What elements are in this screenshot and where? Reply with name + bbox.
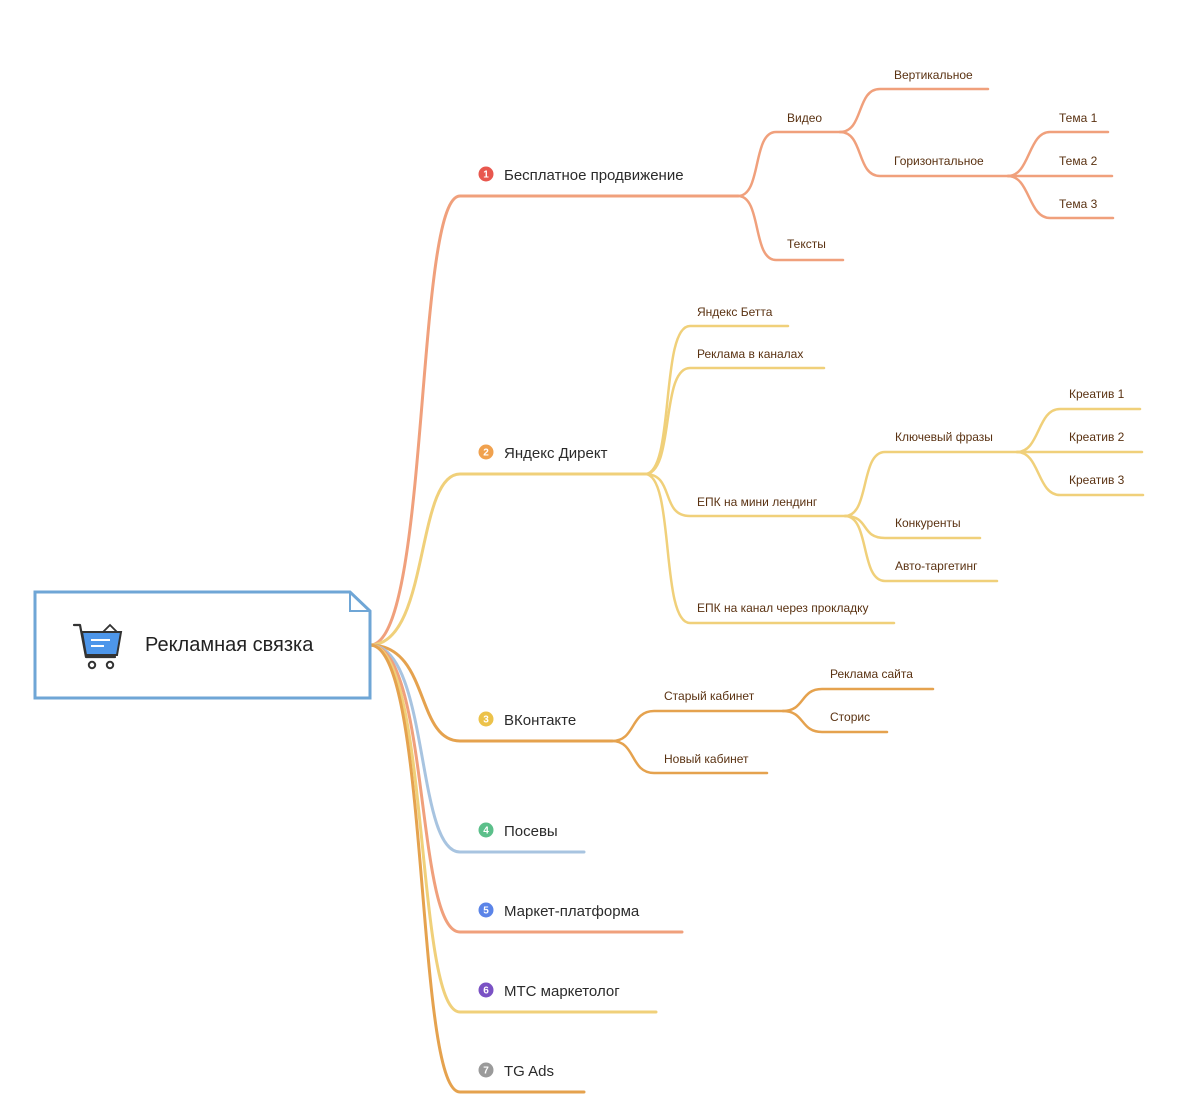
node-stories[interactable]: Сторис xyxy=(830,710,870,724)
connector-root-branch-4 xyxy=(368,643,586,854)
connector-video xyxy=(736,130,842,198)
connector-root-branch-7 xyxy=(368,643,586,1094)
branch-1-badge xyxy=(478,166,494,182)
branch-5-node[interactable]: 5 Маркет-платформа xyxy=(478,902,640,921)
branch-3-label: ВКонтакте xyxy=(504,712,576,729)
branch-6-badge xyxy=(478,982,494,998)
shopping-cart-icon xyxy=(72,623,123,670)
root-node-frame xyxy=(33,590,372,700)
node-creative-2[interactable]: Креатив 2 xyxy=(1069,430,1125,444)
branch-5-label: Маркет-платформа xyxy=(504,903,640,920)
node-theme-1[interactable]: Тема 1 xyxy=(1059,111,1098,125)
root-label: Рекламная связка xyxy=(145,634,314,656)
branch-2-node[interactable]: 2 Яндекс Директ xyxy=(478,444,608,463)
branch-4-number: 4 xyxy=(483,826,489,837)
connector-texts xyxy=(736,194,845,262)
branch-7-node[interactable]: 7 TG Ads xyxy=(478,1062,555,1081)
connector-root-branch-6 xyxy=(368,643,658,1014)
branch-4-badge xyxy=(478,822,494,838)
connector-new-cabinet xyxy=(610,739,769,775)
connector-root-branch-3 xyxy=(368,643,614,743)
node-autotargeting[interactable]: Авто-таргетинг xyxy=(895,559,978,573)
root-node[interactable]: Рекламная связка xyxy=(33,590,372,700)
node-competitors[interactable]: Конкуренты xyxy=(895,516,961,530)
branch-3-number: 3 xyxy=(483,715,489,726)
root-node-fold xyxy=(349,592,370,612)
node-epk-channel[interactable]: ЕПК на канал через прокладку xyxy=(697,601,869,615)
branch-3-badge xyxy=(478,711,494,727)
connectors xyxy=(368,87,1145,1094)
node-site-ads[interactable]: Реклама сайта xyxy=(830,667,913,681)
connector-root-branch-5 xyxy=(368,643,684,934)
node-epk-landing[interactable]: ЕПК на мини лендинг xyxy=(697,495,818,509)
node-keywords[interactable]: Ключевый фразы xyxy=(895,430,993,444)
connector-site-ads xyxy=(781,687,935,713)
branch-7-badge xyxy=(478,1062,494,1078)
branch-1-number: 1 xyxy=(483,170,489,181)
branch-1-node[interactable]: 1 Бесплатное продвижение xyxy=(478,166,684,185)
connector-creative-1 xyxy=(1015,407,1142,454)
connector-vertical xyxy=(838,87,990,134)
node-video[interactable]: Видео xyxy=(787,111,822,125)
connector-competitors xyxy=(843,514,982,540)
branch-5-badge xyxy=(478,902,494,918)
connector-theme-1 xyxy=(1006,130,1110,178)
branch-4-node[interactable]: 4 Посевы xyxy=(478,822,558,841)
node-yandex-betta[interactable]: Яндекс Бетта xyxy=(697,305,773,319)
connector-horizontal xyxy=(838,130,1010,178)
branch-1-label: Бесплатное продвижение xyxy=(504,167,684,184)
node-texts[interactable]: Тексты xyxy=(787,237,826,251)
branch-3-node[interactable]: 3 ВКонтакте xyxy=(478,711,577,730)
connector-creative-3 xyxy=(1015,450,1145,497)
node-ads-in-channels[interactable]: Реклама в каналах xyxy=(697,347,803,361)
node-vertical[interactable]: Вертикальное xyxy=(894,68,973,82)
branch-7-label: TG Ads xyxy=(504,1063,554,1080)
node-horizontal[interactable]: Горизонтальное xyxy=(894,154,984,168)
connector-old-cabinet xyxy=(610,709,785,743)
connector-root-branch-1 xyxy=(368,194,740,647)
branch-4-label: Посевы xyxy=(504,823,558,840)
connector-root-branch-2 xyxy=(368,472,647,647)
branch-5-number: 5 xyxy=(483,906,489,917)
connector-ads-in-channels xyxy=(643,366,826,476)
node-theme-2[interactable]: Тема 2 xyxy=(1059,154,1098,168)
node-creative-3[interactable]: Креатив 3 xyxy=(1069,473,1125,487)
node-new-cabinet[interactable]: Новый кабинет xyxy=(664,752,749,766)
branch-7-number: 7 xyxy=(483,1066,489,1077)
branch-6-label: МТС маркетолог xyxy=(504,983,620,1000)
branch-2-number: 2 xyxy=(483,448,489,459)
connector-theme-3 xyxy=(1006,174,1115,220)
node-theme-3[interactable]: Тема 3 xyxy=(1059,197,1098,211)
branch-2-label: Яндекс Директ xyxy=(504,445,608,462)
branch-2-badge xyxy=(478,444,494,460)
connector-epk-channel xyxy=(643,472,896,625)
node-creative-1[interactable]: Креатив 1 xyxy=(1069,387,1125,401)
branch-6-number: 6 xyxy=(483,986,489,997)
node-old-cabinet[interactable]: Старый кабинет xyxy=(664,689,755,703)
branch-6-node[interactable]: 6 МТС маркетолог xyxy=(478,982,621,1001)
connector-stories xyxy=(781,709,889,734)
connector-epk-landing xyxy=(643,472,847,518)
connector-keywords xyxy=(843,450,1019,518)
connector-autotargeting xyxy=(843,514,999,583)
